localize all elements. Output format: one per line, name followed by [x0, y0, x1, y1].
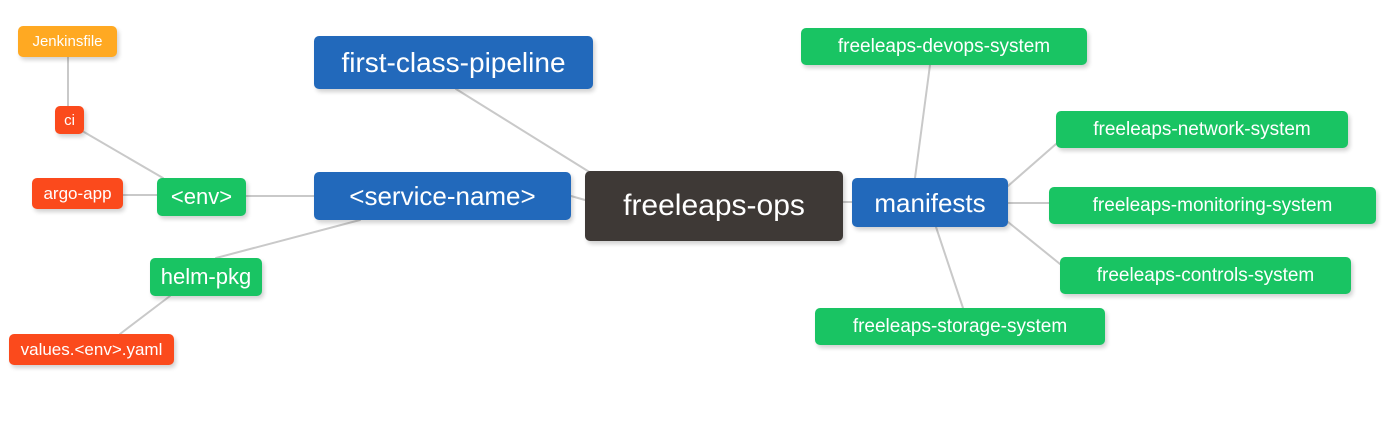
- edge-service-name-to-helm-pkg: [215, 219, 361, 259]
- node-label-service-name: <service-name>: [349, 181, 536, 211]
- node-freeleaps-devops-system[interactable]: freeleaps-devops-system: [801, 28, 1087, 65]
- node-label-freeleaps-ops: freeleaps-ops: [623, 189, 805, 222]
- edge-env-to-ci: [83, 131, 164, 179]
- node-manifests[interactable]: manifests: [852, 178, 1008, 227]
- node-env[interactable]: <env>: [157, 178, 246, 216]
- node-freeleaps-storage-system[interactable]: freeleaps-storage-system: [815, 308, 1105, 345]
- node-label-values-env-yaml: values.<env>.yaml: [20, 340, 163, 359]
- node-label-jenkinsfile: Jenkinsfile: [32, 33, 103, 50]
- node-freeleaps-monitoring-system[interactable]: freeleaps-monitoring-system: [1049, 187, 1376, 224]
- node-freeleaps-ops[interactable]: freeleaps-ops: [585, 171, 843, 241]
- edge-manifests-to-freeleaps-devops-system: [914, 64, 931, 179]
- node-service-name[interactable]: <service-name>: [314, 172, 571, 220]
- node-label-freeleaps-storage-system: freeleaps-storage-system: [852, 316, 1068, 337]
- node-first-class-pipeline[interactable]: first-class-pipeline: [314, 36, 593, 89]
- node-values-env-yaml[interactable]: values.<env>.yaml: [9, 334, 174, 365]
- node-label-freeleaps-controls-system: freeleaps-controls-system: [1096, 265, 1315, 286]
- node-freeleaps-controls-system[interactable]: freeleaps-controls-system: [1060, 257, 1351, 294]
- node-label-freeleaps-devops-system: freeleaps-devops-system: [837, 36, 1051, 57]
- node-label-freeleaps-network-system: freeleaps-network-system: [1093, 119, 1311, 140]
- node-label-ci: ci: [64, 111, 75, 129]
- node-label-argo-app: argo-app: [43, 184, 112, 203]
- node-jenkinsfile[interactable]: Jenkinsfile: [18, 26, 117, 57]
- edge-freeleaps-ops-to-first-class-pipeline: [455, 88, 592, 174]
- node-argo-app[interactable]: argo-app: [32, 178, 123, 209]
- node-helm-pkg[interactable]: helm-pkg: [150, 258, 262, 296]
- edge-freeleaps-ops-to-service-name: [570, 195, 586, 201]
- node-label-first-class-pipeline: first-class-pipeline: [341, 46, 566, 78]
- node-freeleaps-network-system[interactable]: freeleaps-network-system: [1056, 111, 1348, 148]
- node-label-helm-pkg: helm-pkg: [160, 264, 252, 289]
- edge-manifests-to-freeleaps-network-system: [1007, 143, 1057, 187]
- node-label-freeleaps-monitoring-system: freeleaps-monitoring-system: [1092, 195, 1333, 216]
- node-label-env: <env>: [170, 184, 233, 209]
- node-ci[interactable]: ci: [55, 106, 84, 134]
- edge-manifests-to-freeleaps-storage-system: [935, 226, 964, 309]
- edge-manifests-to-freeleaps-controls-system: [1007, 221, 1061, 265]
- edge-helm-pkg-to-values-env-yaml: [119, 295, 171, 335]
- node-label-manifests: manifests: [874, 187, 986, 218]
